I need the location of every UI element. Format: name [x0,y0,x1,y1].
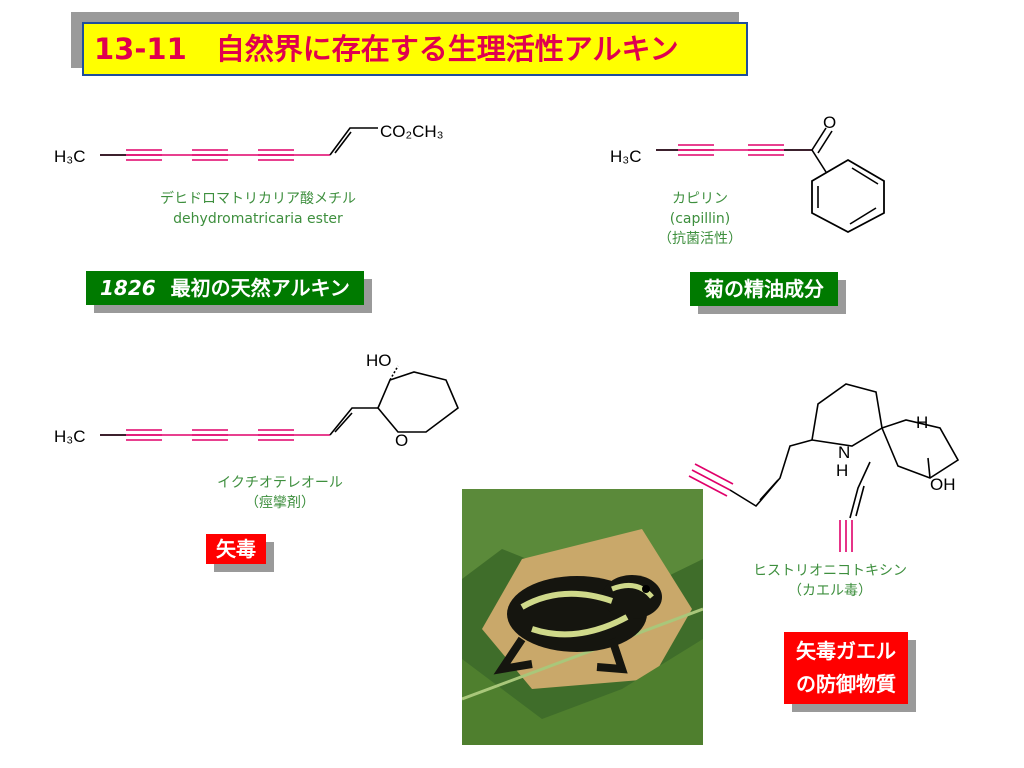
capillin-name-jp: カピリン [672,191,728,207]
histrio-note: （カエル毒） [788,583,872,599]
h3c-label-1: H₃C [54,147,85,166]
ichthyothereol-structure: H₃C O HO [54,351,459,450]
first-alkyne-badge: 1826 最初の天然アルキン [86,271,364,305]
poison-frog-badge: 矢毒ガエル の防御物質 [784,632,908,704]
frog-illustration [462,489,703,745]
dehydro-name-jp: デヒドロマトリカリア酸メチル [160,191,356,207]
histrio-name-jp: ヒストリオニコトキシン [753,563,907,579]
badge-line-2: の防御物質 [796,672,896,696]
ketone-o-label: O [823,113,836,132]
histrionicotoxin-structure: N H H OH [688,383,960,552]
co2ch3-label: CO₂CH₃ [380,122,444,141]
ring-o-label: O [395,431,408,450]
h3c-label-3: H₃C [54,427,85,446]
ichthyo-name-jp: イクチオテレオール [217,475,343,491]
dehydro-name-en: dehydromatricaria ester [173,211,343,227]
badge-year: 1826 [100,276,156,300]
capillin-structure: H₃C O [610,113,885,234]
h3c-label-2: H₃C [610,147,641,166]
badge-text: 最初の天然アルキン [170,276,350,300]
capillin-activity: （抗菌活性） [658,231,742,247]
capillin-name-en: (capillin) [669,211,731,227]
n-label: N [838,443,850,462]
frog-photo [462,489,703,745]
page-title: 13-11 自然界に存在する生理活性アルキン [94,32,679,66]
badge-line-1: 矢毒ガエル [796,639,896,663]
h-label-1: H [916,413,928,432]
oh-label: OH [930,475,956,494]
h-label-2: H [836,461,848,480]
chrysanthemum-oil-badge: 菊の精油成分 [690,272,838,306]
ichthyo-activity: （痙攣剤） [245,495,315,511]
title-box [82,22,748,76]
ho-label: HO [366,351,392,370]
arrow-poison-badge: 矢毒 [206,534,266,564]
dehydromatricaria-structure: H₃C CO₂CH₃ [54,122,444,166]
